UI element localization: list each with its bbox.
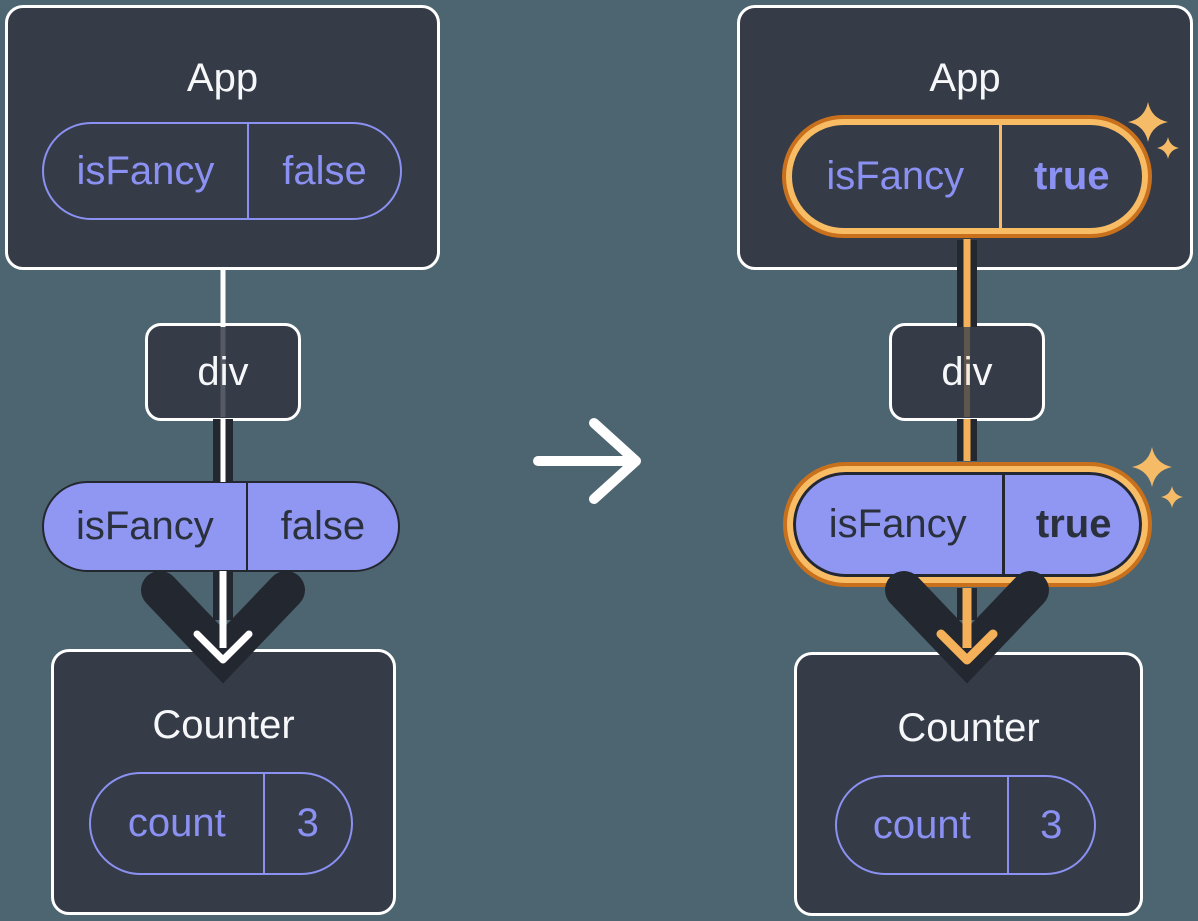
state-pill-after: count 3	[835, 775, 1096, 875]
div-label: div	[197, 349, 249, 394]
transition-arrow-icon	[533, 418, 641, 504]
sparkle-icon	[1132, 447, 1172, 487]
prop-name: isFancy	[75, 504, 214, 548]
sparkle-icon	[1161, 486, 1183, 508]
div-node-card-after: div	[889, 323, 1045, 421]
prop-arrow-before	[193, 571, 253, 664]
state-value: 3	[262, 774, 351, 873]
div-label: div	[941, 349, 993, 394]
prop-value: false	[245, 483, 398, 570]
render-chevron-after	[885, 571, 1049, 684]
prop-value: true	[998, 125, 1143, 228]
app-component-card-before: App isFancy false	[5, 5, 440, 270]
passed-prop-pill-after: isFancy true	[787, 466, 1148, 583]
component-title: App	[186, 56, 259, 100]
counter-component-card-before: Counter count 3	[51, 649, 396, 915]
prop-arrow-after	[936, 588, 998, 665]
component-title: Counter	[152, 703, 295, 747]
prop-value: true	[1002, 472, 1142, 577]
prop-pill-app-before: isFancy false	[42, 122, 402, 220]
counter-component-card-after: Counter count 3	[794, 652, 1143, 916]
component-title: Counter	[897, 706, 1040, 750]
state-pill-before: count 3	[89, 772, 353, 875]
state-value: 3	[1006, 777, 1094, 873]
prop-value: false	[246, 124, 400, 218]
prop-name: isFancy	[828, 502, 967, 546]
app-component-card-after: App isFancy true	[737, 5, 1193, 270]
state-name: count	[127, 801, 226, 845]
state-name: count	[872, 802, 971, 847]
prop-name: isFancy	[76, 148, 215, 193]
passed-prop-pill-before: isFancy false	[42, 481, 400, 572]
component-title: App	[929, 56, 1001, 100]
div-node-card-before: div	[145, 323, 301, 421]
prop-name: isFancy	[826, 154, 965, 198]
prop-pill-app-after: isFancy true	[786, 119, 1148, 234]
render-chevron-before	[141, 571, 305, 684]
